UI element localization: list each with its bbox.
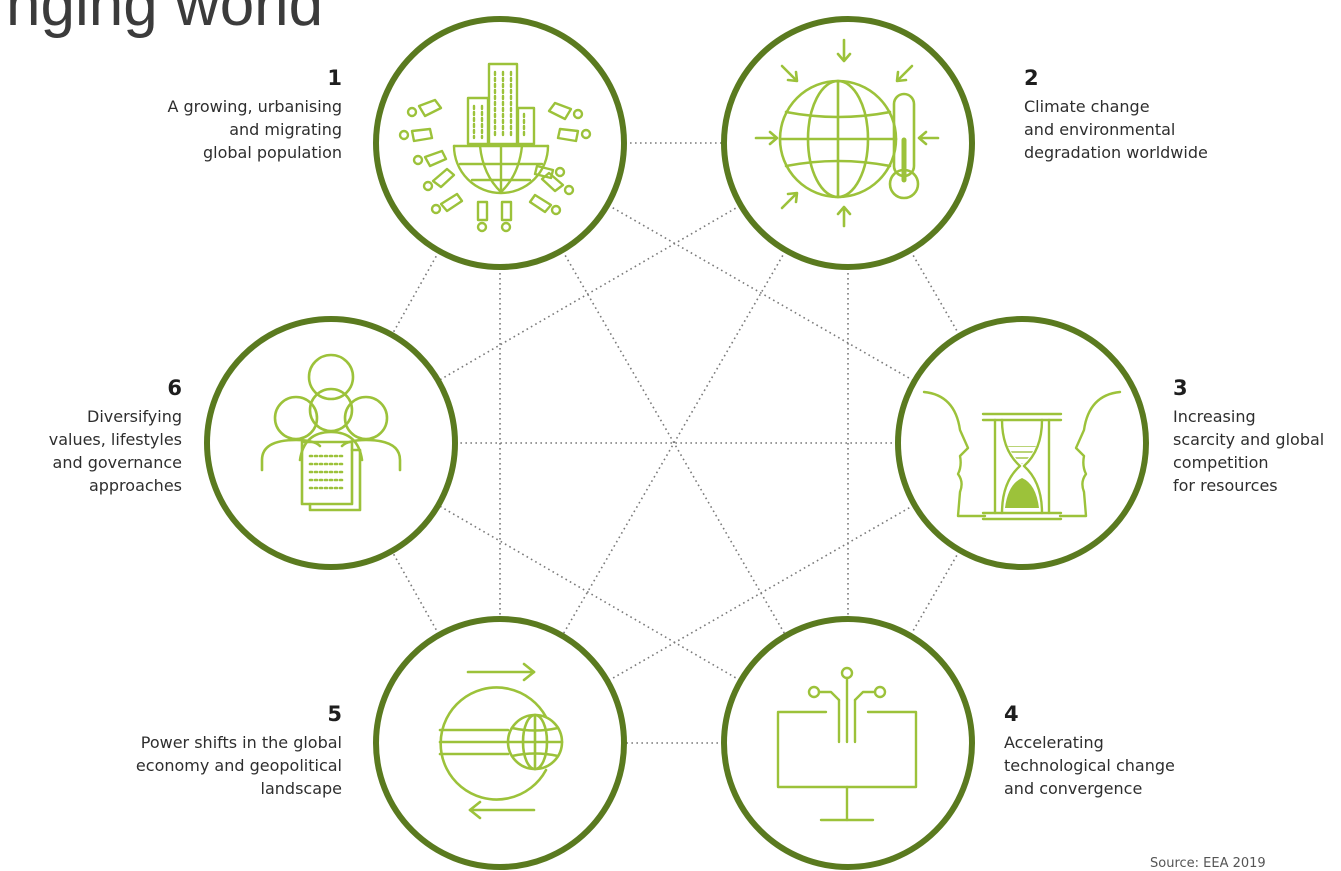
- megatrend-3-number: 3: [1173, 376, 1188, 400]
- megatrend-3-text: Increasing scarcity and global competiti…: [1173, 407, 1325, 495]
- megatrend-4-text: Accelerating technological change and co…: [1004, 733, 1175, 798]
- megatrend-2-number: 2: [1024, 66, 1039, 90]
- megatrend-1-text: A growing, urbanising and migrating glob…: [167, 97, 342, 162]
- population-icon: [398, 62, 592, 233]
- megatrend-4-number: 4: [1004, 702, 1019, 726]
- megatrend-2-text: Climate change and environmental degrada…: [1024, 97, 1208, 162]
- megatrend-1-block: 1 A growing, urbanising and migrating gl…: [167, 66, 342, 164]
- megatrend-6-number: 6: [167, 376, 182, 400]
- page-title: nging world: [6, 0, 324, 39]
- megatrend-6-block: 6 Diversifying values, lifestyles and go…: [49, 376, 182, 497]
- megatrend-5-number: 5: [327, 702, 342, 726]
- megatrend-3-block: 3 Increasing scarcity and global competi…: [1173, 376, 1324, 497]
- people-document-icon: [260, 353, 402, 512]
- monitor-circuit-icon: [776, 666, 918, 822]
- megatrend-6-text: Diversifying values, lifestyles and gove…: [48, 407, 182, 495]
- circle-3: [895, 316, 1149, 570]
- globe-thermometer-icon: [754, 38, 940, 228]
- megatrend-4-block: 4 Accelerating technological change and …: [1004, 702, 1175, 800]
- megatrend-2-block: 2 Climate change and environmental degra…: [1024, 66, 1208, 164]
- globe-arrows-icon: [438, 662, 564, 820]
- megatrend-1-number: 1: [327, 66, 342, 90]
- circle-4: [721, 616, 975, 870]
- megatrend-5-block: 5 Power shifts in the global economy and…: [136, 702, 342, 800]
- source-note: Source: EEA 2019: [1150, 856, 1266, 871]
- hourglass-faces-icon: [922, 390, 1122, 521]
- megatrend-5-text: Power shifts in the global economy and g…: [135, 733, 342, 798]
